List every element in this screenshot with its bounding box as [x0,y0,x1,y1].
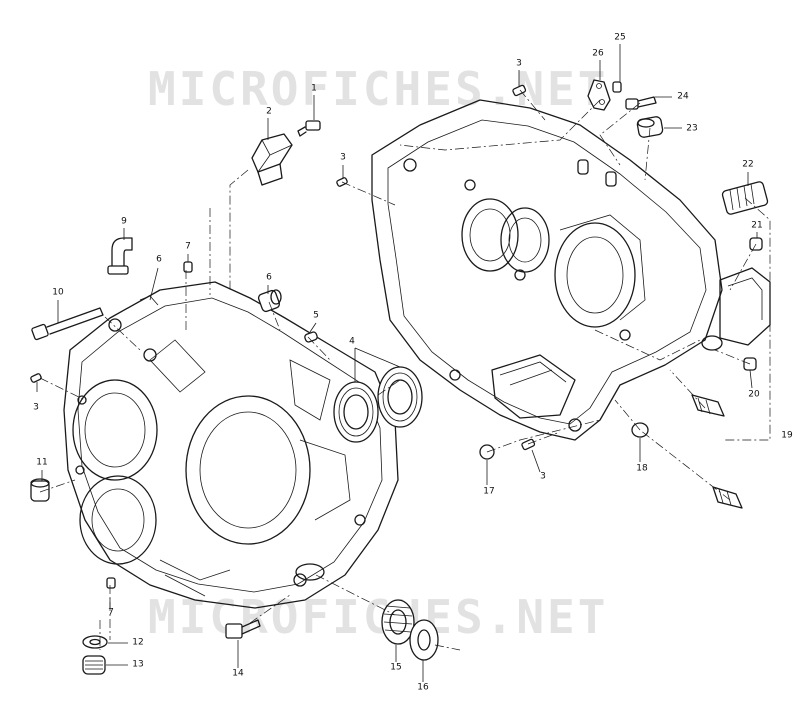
part-dowel-pin-3d [521,438,536,451]
watermark-bottom: MICROFICHES.NET [148,590,609,644]
left-crankcase-half [63,281,399,609]
part-bracket-2 [251,133,293,186]
callout-16: 16 [417,682,429,693]
part-elbow-fitting-9 [107,237,133,275]
part-cap-23 [636,116,664,138]
callout-3c: 3 [33,402,39,413]
callout-26: 26 [592,48,604,59]
callout-19: 19 [781,430,793,441]
callout-15: 15 [390,662,402,673]
callout-23: 23 [686,123,698,134]
callout-12: 12 [132,637,144,648]
callout-10: 10 [52,287,64,298]
callout-5: 5 [313,310,319,321]
callout-3a: 3 [340,152,346,163]
callout-25: 25 [614,32,626,43]
part-bolt-24 [625,96,657,110]
part-washer-12 [82,635,108,649]
part-cap-11 [30,478,50,502]
callout-21: 21 [751,220,763,231]
watermark-top: MICROFICHES.NET [148,62,609,116]
part-fitting-19 [691,394,743,509]
part-plate-26 [587,79,611,111]
part-dowel-pin-3b [512,84,527,97]
callout-pointers [36,44,758,682]
callout-6a: 6 [156,254,162,265]
callout-22: 22 [742,159,754,170]
callout-17: 17 [483,486,495,497]
small-parts [30,79,769,675]
callout-6b: 6 [266,272,272,283]
part-needle-bearing-15 [381,599,415,645]
part-bolt-25 [612,81,622,93]
callout-18: 18 [636,463,648,474]
part-plug-13 [82,655,106,675]
part-seal-16 [409,619,439,661]
callout-1: 1 [311,83,317,94]
callout-13: 13 [132,659,144,670]
callout-7b: 7 [108,607,114,618]
part-pin-7b [106,577,116,589]
callout-20: 20 [748,389,760,400]
callout-7a: 7 [185,241,191,252]
right-crankcase-half [371,99,771,441]
callout-24: 24 [677,91,689,102]
callout-4: 4 [349,336,355,347]
part-bushing-6 [257,289,282,313]
part-pin-5 [304,331,318,343]
leader-lines [39,89,771,651]
callout-3b: 3 [516,58,522,69]
part-bearing-4 [333,366,423,443]
part-bolt-14 [225,619,261,639]
callout-11: 11 [36,457,48,468]
part-dowel-pin-3c [30,373,42,383]
part-pin-7a [183,261,193,273]
callout-3d: 3 [540,471,546,482]
callout-9: 9 [121,216,127,227]
part-long-bolt-10 [31,307,104,341]
part-bolt-1 [297,120,321,137]
callout-2: 2 [266,106,272,117]
callout-14: 14 [232,668,244,679]
